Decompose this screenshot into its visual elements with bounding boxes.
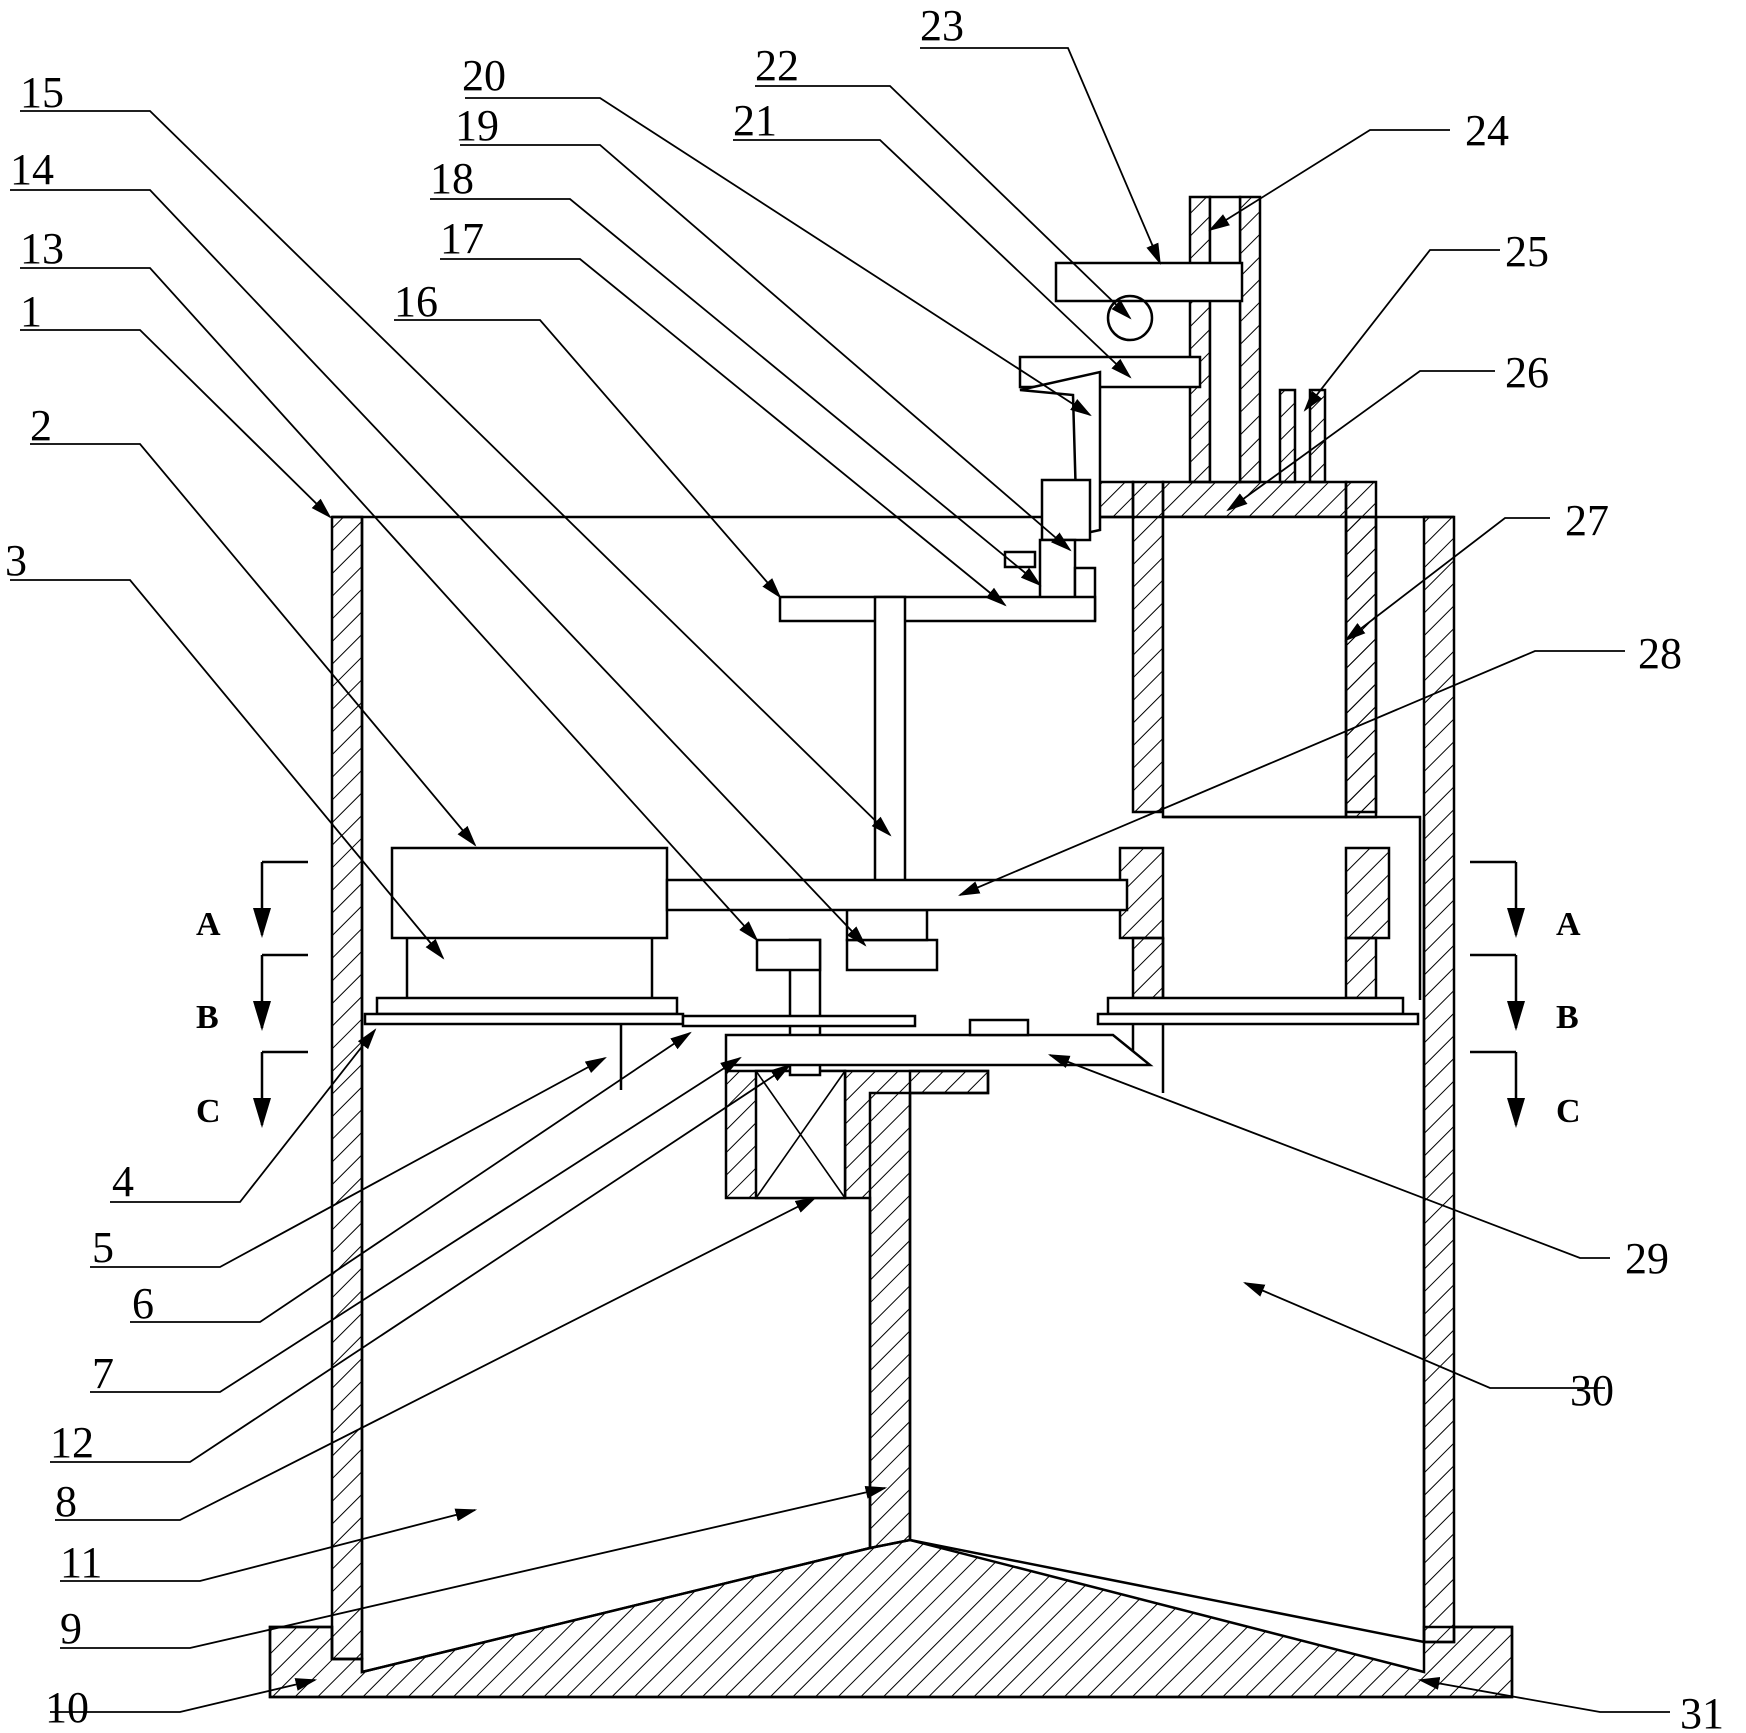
- part-label-19: 19: [455, 101, 499, 150]
- right-column: [1061, 195, 1422, 1093]
- section-label-c-left: C: [196, 1093, 221, 1130]
- part-label-11: 11: [60, 1538, 102, 1587]
- part-label-30: 30: [1570, 1366, 1614, 1415]
- part-label-21: 21: [733, 96, 777, 145]
- leader-lines: [10, 47, 1670, 1713]
- part-label-18: 18: [430, 154, 474, 203]
- filter-plates: [363, 996, 1420, 1090]
- part-label-22: 22: [755, 41, 799, 90]
- motor-block: [390, 846, 1129, 998]
- part-label-10: 10: [45, 1683, 89, 1732]
- part-label-14: 14: [10, 145, 54, 194]
- part-label-2: 2: [30, 401, 52, 450]
- outer-housing: [330, 515, 1456, 1661]
- section-label-b-left: B: [196, 999, 219, 1036]
- part-label-1: 1: [20, 287, 42, 336]
- part-label-3: 3: [5, 536, 27, 585]
- part-label-29: 29: [1625, 1234, 1669, 1283]
- part-label-27: 27: [1565, 496, 1609, 545]
- part-label-13: 13: [20, 224, 64, 273]
- part-label-28: 28: [1638, 629, 1682, 678]
- part-label-8: 8: [55, 1477, 77, 1526]
- part-label-15: 15: [20, 68, 64, 117]
- section-marks: A B C A B C: [196, 860, 1581, 1130]
- part-label-25: 25: [1505, 227, 1549, 276]
- part-label-4: 4: [112, 1157, 134, 1206]
- part-label-5: 5: [92, 1223, 114, 1272]
- part-label-16: 16: [394, 277, 438, 326]
- central-shaft: [755, 595, 939, 1077]
- section-label-a-left: A: [196, 906, 221, 943]
- part-label-7: 7: [92, 1349, 114, 1398]
- part-label-26: 26: [1505, 348, 1549, 397]
- part-label-23: 23: [920, 1, 964, 50]
- base: [268, 1069, 1514, 1699]
- part-label-31: 31: [1680, 1689, 1724, 1733]
- part-label-24: 24: [1465, 106, 1509, 155]
- section-label-b-right: B: [1556, 999, 1579, 1036]
- part-label-9: 9: [60, 1604, 82, 1653]
- part-labels: 15 14 13 1 2 3 16 17 18 19 20 21 22 23 2…: [5, 1, 1724, 1733]
- section-label-c-right: C: [1556, 1093, 1581, 1130]
- part-label-20: 20: [462, 51, 506, 100]
- part-label-6: 6: [132, 1279, 154, 1328]
- part-label-17: 17: [440, 214, 484, 263]
- section-label-a-right: A: [1556, 906, 1581, 943]
- part-label-12: 12: [50, 1418, 94, 1467]
